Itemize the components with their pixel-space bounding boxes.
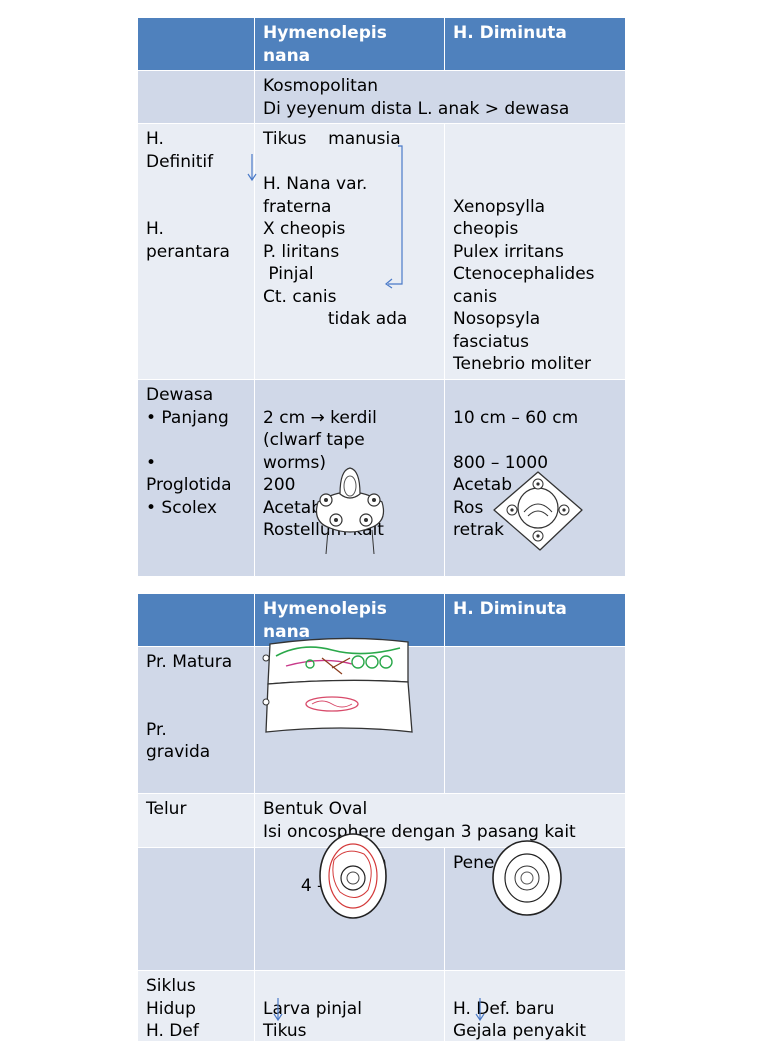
row-label-distribution <box>138 71 254 123</box>
scolex-h-nana-drawing <box>315 467 385 555</box>
scolex-h-diminuta-drawing <box>493 471 583 551</box>
down-arrow-icon <box>475 998 485 1022</box>
row-label-lifecycle: Siklus Hidup H. Def <box>138 971 254 1041</box>
row-label-proglottid: Pr. Matura Pr. gravida <box>138 647 254 793</box>
table-row-hosts: H. Definitif H. perantara Tikus manusia … <box>138 124 625 379</box>
table-row-egg: Telur Bentuk Oval Isi oncosphere dengan … <box>138 794 625 847</box>
header-cell-h-diminuta: H. Diminuta <box>445 18 625 70</box>
header-cell-h-nana: Hymenolepis nana <box>255 594 444 646</box>
egg-h-diminuta-drawing <box>492 840 562 916</box>
table-header-row: Hymenolepis nana H. Diminuta <box>138 18 625 70</box>
down-arrow-icon <box>273 998 283 1022</box>
table-row-lifecycle: Siklus Hidup H. Def Larva pinjal Tikus H… <box>138 971 625 1041</box>
egg-h-nana-drawing <box>319 833 387 919</box>
hosts-h-nana: Tikus manusia H. Nana var. fraterna X ch… <box>255 124 444 379</box>
row-label-hosts: H. Definitif H. perantara <box>138 124 254 379</box>
header-cell-empty <box>138 594 254 646</box>
proglottid-drawing <box>262 637 413 733</box>
down-arrow-icon <box>247 154 257 182</box>
table-row-distribution: Kosmopolitan Di yeyenum dista L. anak > … <box>138 71 625 123</box>
bent-arrow-icon <box>384 145 403 289</box>
header-cell-h-nana: Hymenolepis nana <box>255 18 444 70</box>
row-label-egg: Telur <box>138 794 254 847</box>
row-label-adult: Dewasa • Panjang • Proglotida • Scolex <box>138 380 254 576</box>
distribution-text: Kosmopolitan Di yeyenum dista L. anak > … <box>255 71 625 123</box>
egg-description: Bentuk Oval Isi oncosphere dengan 3 pasa… <box>255 794 625 847</box>
header-cell-h-diminuta: H. Diminuta <box>445 594 625 646</box>
table-header-row: Hymenolepis nana H. Diminuta <box>138 594 625 646</box>
comparison-table-2: Hymenolepis nana H. Diminuta Pr. Matura … <box>138 594 625 1041</box>
header-cell-empty <box>138 18 254 70</box>
row-label-egg-size <box>138 848 254 970</box>
proglottid-h-diminuta <box>445 647 625 793</box>
hosts-h-diminuta: Xenopsylla cheopis Pulex irritans Ctenoc… <box>445 124 625 379</box>
